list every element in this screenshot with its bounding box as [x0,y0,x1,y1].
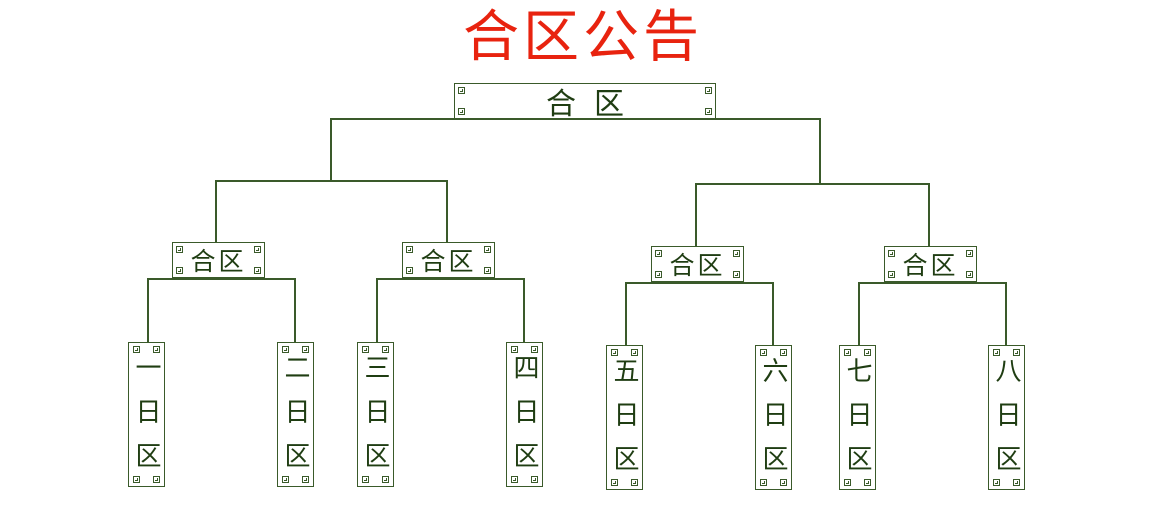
corner-ornament-icon [254,246,261,253]
connector-line [147,278,149,342]
corner-ornament-icon [484,267,491,274]
server-box-label: 二日区 [280,353,310,486]
server-box-label: 四日区 [509,353,539,486]
connector-line [695,183,697,246]
page-title: 合区公告 [463,5,703,70]
corner-ornament-icon [611,479,618,486]
group-box: 合区 [402,242,495,278]
corner-ornament-icon [362,346,369,353]
corner-ornament-icon [176,267,183,274]
connector-line [1005,282,1007,345]
group-box-label: 合区 [190,247,247,276]
connector-line [625,282,772,284]
server-box: 二日区 [277,342,314,487]
server-box: 一日区 [128,342,165,487]
corner-ornament-icon [511,476,518,483]
corner-ornament-icon [733,271,740,278]
corner-ornament-icon [133,346,140,353]
corner-ornament-icon [362,476,369,483]
connector-line [215,180,217,242]
root-box: 合区 [454,83,716,122]
corner-ornament-icon [780,349,787,356]
corner-ornament-icon [888,271,895,278]
corner-ornament-icon [382,476,389,483]
corner-ornament-icon [966,271,973,278]
server-box: 八日区 [988,345,1025,490]
connector-line [928,183,930,246]
corner-ornament-icon [406,267,413,274]
server-box: 六日区 [755,345,792,490]
corner-ornament-icon [631,479,638,486]
corner-ornament-icon [864,479,871,486]
corner-ornament-icon [733,250,740,257]
connector-line [858,282,860,345]
server-box-label: 三日区 [360,353,390,486]
connector-line [330,118,332,181]
corner-ornament-icon [302,346,309,353]
corner-ornament-icon [631,349,638,356]
corner-ornament-icon [844,479,851,486]
server-box-label: 一日区 [131,353,161,486]
corner-ornament-icon [966,250,973,257]
server-box: 四日区 [506,342,543,487]
corner-ornament-icon [611,349,618,356]
connector-line [695,183,929,185]
connector-line [446,180,448,242]
corner-ornament-icon [406,246,413,253]
corner-ornament-icon [993,349,1000,356]
corner-ornament-icon [153,476,160,483]
corner-ornament-icon [1013,479,1020,486]
corner-ornament-icon [484,246,491,253]
corner-ornament-icon [458,87,465,94]
connector-line [294,278,296,342]
connector-line [858,282,1005,284]
corner-ornament-icon [458,108,465,115]
group-box-label: 合区 [420,247,477,276]
connector-line [376,278,523,280]
corner-ornament-icon [1013,349,1020,356]
server-box-label: 八日区 [991,356,1021,489]
connector-line [215,180,447,182]
connector-line [819,118,821,184]
corner-ornament-icon [133,476,140,483]
corner-ornament-icon [993,479,1000,486]
corner-ornament-icon [655,271,662,278]
corner-ornament-icon [780,479,787,486]
corner-ornament-icon [282,476,289,483]
root-box-label: 合区 [546,87,642,122]
connector-line [625,282,627,345]
corner-ornament-icon [531,476,538,483]
corner-ornament-icon [511,346,518,353]
server-box-label: 七日区 [842,356,872,489]
server-box-label: 五日区 [609,356,639,489]
connector-line [772,282,774,345]
group-box-label: 合区 [902,251,959,280]
server-box: 七日区 [839,345,876,490]
corner-ornament-icon [176,246,183,253]
corner-ornament-icon [705,108,712,115]
corner-ornament-icon [153,346,160,353]
corner-ornament-icon [888,250,895,257]
server-box-label: 六日区 [758,356,788,489]
corner-ornament-icon [282,346,289,353]
group-box: 合区 [884,246,977,282]
server-box: 三日区 [357,342,394,487]
corner-ornament-icon [531,346,538,353]
corner-ornament-icon [655,250,662,257]
group-box: 合区 [172,242,265,278]
corner-ornament-icon [254,267,261,274]
connector-line [523,278,525,342]
corner-ornament-icon [302,476,309,483]
group-box-label: 合区 [669,251,726,280]
corner-ornament-icon [760,479,767,486]
corner-ornament-icon [705,87,712,94]
group-box: 合区 [651,246,744,282]
server-box: 五日区 [606,345,643,490]
connector-line [147,278,294,280]
corner-ornament-icon [382,346,389,353]
corner-ornament-icon [864,349,871,356]
connector-line [376,278,378,342]
corner-ornament-icon [760,349,767,356]
corner-ornament-icon [844,349,851,356]
